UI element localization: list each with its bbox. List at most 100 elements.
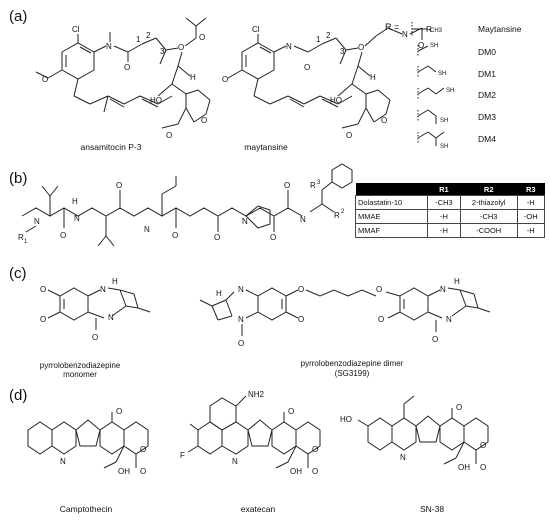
- table-header-cell: R2: [460, 183, 518, 196]
- svg-text:H: H: [190, 73, 196, 82]
- r-group-sketches: [411, 22, 445, 146]
- camptothecin-structure: N O O OH O: [27, 407, 149, 476]
- svg-text:O: O: [456, 403, 462, 412]
- svg-text:H: H: [112, 277, 118, 286]
- svg-text:N: N: [402, 30, 408, 39]
- r-group-name-dm1: DM1: [478, 69, 496, 79]
- maytansine-structure: O Cl N O 1 2 3 O N R O H HO O O: [222, 25, 432, 140]
- svg-text:N: N: [100, 285, 106, 294]
- auristatin-structure: N R 1 O H N O N O O N O O N R 3 R 2: [18, 163, 353, 247]
- svg-text:O: O: [116, 407, 122, 416]
- camptothecin-label: Camptothecin: [60, 504, 113, 514]
- svg-text:O: O: [222, 75, 228, 84]
- panel-label-d: (d): [9, 387, 28, 404]
- svg-text:N: N: [400, 453, 406, 462]
- svg-text:O: O: [140, 445, 146, 454]
- ansamitocin-label: ansamitocin P-3: [81, 142, 142, 152]
- exatecan-label: exatecan: [241, 504, 276, 514]
- svg-text:N: N: [242, 217, 248, 226]
- r-group-name-dm0: DM0: [478, 47, 496, 57]
- svg-text:O: O: [381, 116, 387, 125]
- svg-text:O: O: [298, 285, 304, 294]
- svg-text:3: 3: [340, 47, 345, 56]
- svg-text:2: 2: [326, 31, 331, 40]
- svg-text:R: R: [18, 233, 24, 242]
- svg-text:O: O: [140, 467, 146, 476]
- svg-text:O: O: [346, 131, 352, 140]
- table-header-cell: R1: [427, 183, 461, 196]
- r-group-atom-dm1: SH: [438, 71, 446, 77]
- r-group-atom-dm4: SH: [440, 144, 448, 150]
- svg-text:1: 1: [316, 35, 321, 44]
- svg-text:HO: HO: [150, 96, 162, 105]
- r-substituent: R: [426, 25, 432, 34]
- sn38-structure: HO N O O OH O: [340, 395, 489, 472]
- svg-text:Cl: Cl: [252, 25, 260, 34]
- svg-text:O: O: [92, 333, 98, 342]
- table-header-cell: R3: [517, 183, 545, 196]
- svg-text:O: O: [60, 231, 66, 240]
- oxygen-atom: O: [42, 75, 48, 84]
- svg-text:O: O: [172, 231, 178, 240]
- svg-text:O: O: [418, 41, 424, 50]
- svg-text:N: N: [144, 225, 150, 234]
- table-row: MMAE -H -CH3 -OH: [355, 209, 546, 224]
- r-group-atom-dm2: SH: [446, 88, 454, 94]
- svg-text:O: O: [178, 43, 184, 52]
- table-cell: 2-thiazolyl: [459, 195, 518, 210]
- pbd-monomer-label-1: pyrrolobenzodiazepine: [40, 361, 121, 370]
- svg-text:2: 2: [146, 31, 151, 40]
- pbd-monomer-structure: O O N H N O: [40, 277, 151, 342]
- svg-text:N: N: [108, 313, 114, 322]
- r-group-atom-maytansine: CH3: [430, 28, 443, 34]
- svg-text:N: N: [238, 285, 244, 294]
- svg-text:O: O: [199, 33, 205, 42]
- svg-text:H: H: [216, 289, 222, 298]
- nitrogen-atom: N: [106, 42, 112, 51]
- pbd-dimer-label-1: pyrrolobenzodiazepine dimer: [301, 359, 404, 368]
- svg-text:O: O: [376, 285, 382, 294]
- svg-text:1: 1: [24, 239, 28, 245]
- svg-text:1: 1: [136, 35, 141, 44]
- table-cell: Dolastatin-10: [355, 195, 428, 210]
- table-cell: -H: [516, 195, 546, 210]
- svg-text:NH2: NH2: [248, 390, 265, 399]
- table-cell: -H: [426, 209, 461, 224]
- svg-text:O: O: [166, 131, 172, 140]
- svg-text:H: H: [72, 197, 78, 206]
- r-group-name-dm4: DM4: [478, 134, 496, 144]
- svg-text:O: O: [238, 339, 244, 348]
- svg-text:H: H: [370, 73, 376, 82]
- ansamitocin-structure: O Cl N O 1 2 3 O O H HO O O: [35, 17, 211, 140]
- svg-text:N: N: [446, 315, 452, 324]
- table-cell: MMAE: [355, 209, 428, 224]
- table-header-cell: [355, 183, 428, 196]
- panel-label-a: (a): [9, 8, 28, 25]
- r-group-atom-dm0: SH: [430, 43, 438, 49]
- pbd-monomer-label-2: monomer: [63, 370, 97, 379]
- svg-text:N: N: [60, 457, 66, 466]
- svg-text:O: O: [480, 441, 486, 450]
- auristatin-substituent-table: R1 R2 R3 Dolastatin-10 -CH3 2-thiazolyl …: [355, 183, 546, 238]
- svg-text:O: O: [284, 181, 290, 190]
- svg-text:OH: OH: [458, 463, 470, 472]
- svg-text:R: R: [334, 211, 340, 220]
- table-cell: MMAF: [355, 223, 428, 238]
- svg-text:O: O: [270, 233, 276, 242]
- svg-text:N: N: [440, 285, 446, 294]
- svg-text:N: N: [74, 214, 80, 223]
- svg-text:N: N: [232, 457, 238, 466]
- chlorine-atom: Cl: [72, 25, 80, 34]
- svg-text:HO: HO: [340, 415, 352, 424]
- table-cell: -CH3: [459, 209, 518, 224]
- svg-text:OH: OH: [118, 467, 130, 476]
- svg-text:O: O: [432, 335, 438, 344]
- table-cell: -COOH: [459, 223, 518, 238]
- svg-text:O: O: [312, 467, 318, 476]
- svg-text:2: 2: [341, 209, 345, 215]
- table-cell: -OH: [516, 209, 546, 224]
- svg-text:O: O: [358, 43, 364, 52]
- panel-label-c: (c): [9, 265, 27, 282]
- pbd-dimer-structure: O O O N H N O O N H N O: [199, 277, 491, 348]
- svg-text:O: O: [288, 407, 294, 416]
